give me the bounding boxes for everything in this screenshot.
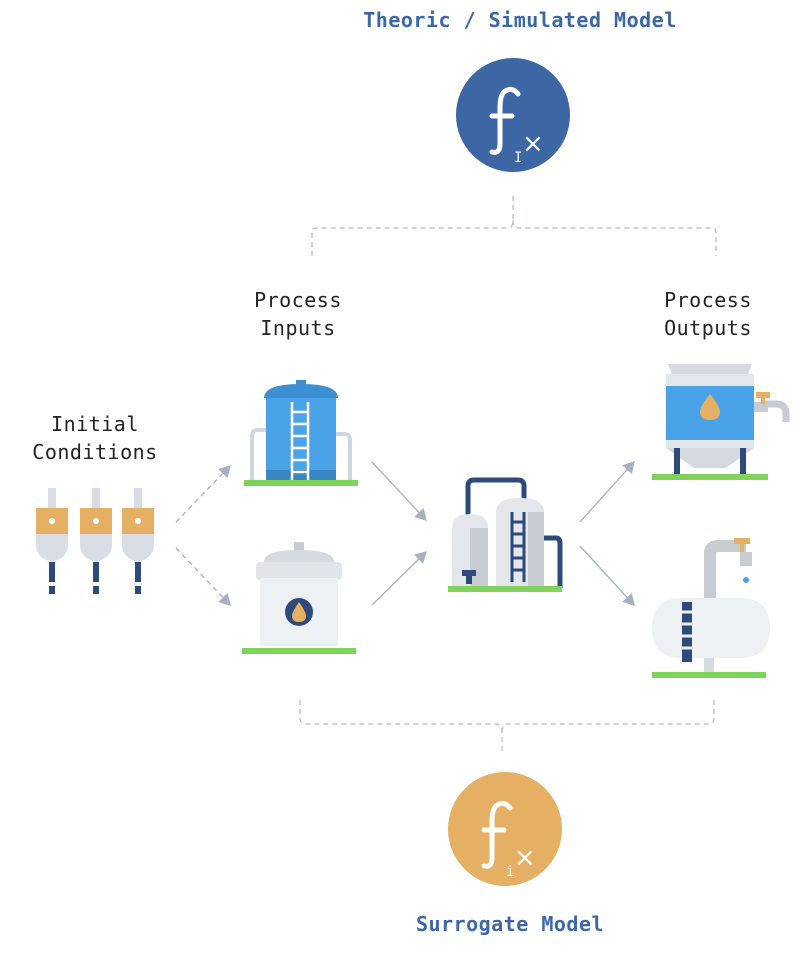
surrogate-subscript: i	[506, 864, 514, 880]
theoretic-x-symbol: ×	[522, 129, 544, 159]
function-icon: i ×	[481, 800, 536, 880]
arrow-initial-to-water-tower	[175, 465, 231, 523]
arrow-initial-to-oil-tank	[175, 547, 231, 606]
function-icon: I ×	[489, 86, 544, 166]
arrow-refinery-to-water-silo	[579, 461, 635, 523]
initial-conditions-label: Initial Conditions	[32, 412, 158, 464]
bottom-bracket	[299, 700, 715, 752]
process-outputs-label: Process Outputs	[664, 288, 752, 340]
process-inputs-label: Process Inputs	[254, 288, 342, 340]
top-bracket	[311, 196, 717, 256]
arrow-refinery-to-pipeline-tank	[579, 545, 635, 606]
surrogate-function-badge: i ×	[448, 772, 562, 886]
surrogate-model-title: Surrogate Model	[415, 912, 605, 936]
arrow-oil-tank-to-refinery	[371, 551, 427, 606]
theoretic-function-badge: I ×	[456, 58, 570, 172]
arrow-water-tower-to-refinery	[371, 461, 427, 521]
theoretic-model-title: Theoric / Simulated Model	[363, 8, 677, 32]
surrogate-x-symbol: ×	[514, 843, 536, 873]
theoretic-subscript: I	[514, 150, 522, 166]
